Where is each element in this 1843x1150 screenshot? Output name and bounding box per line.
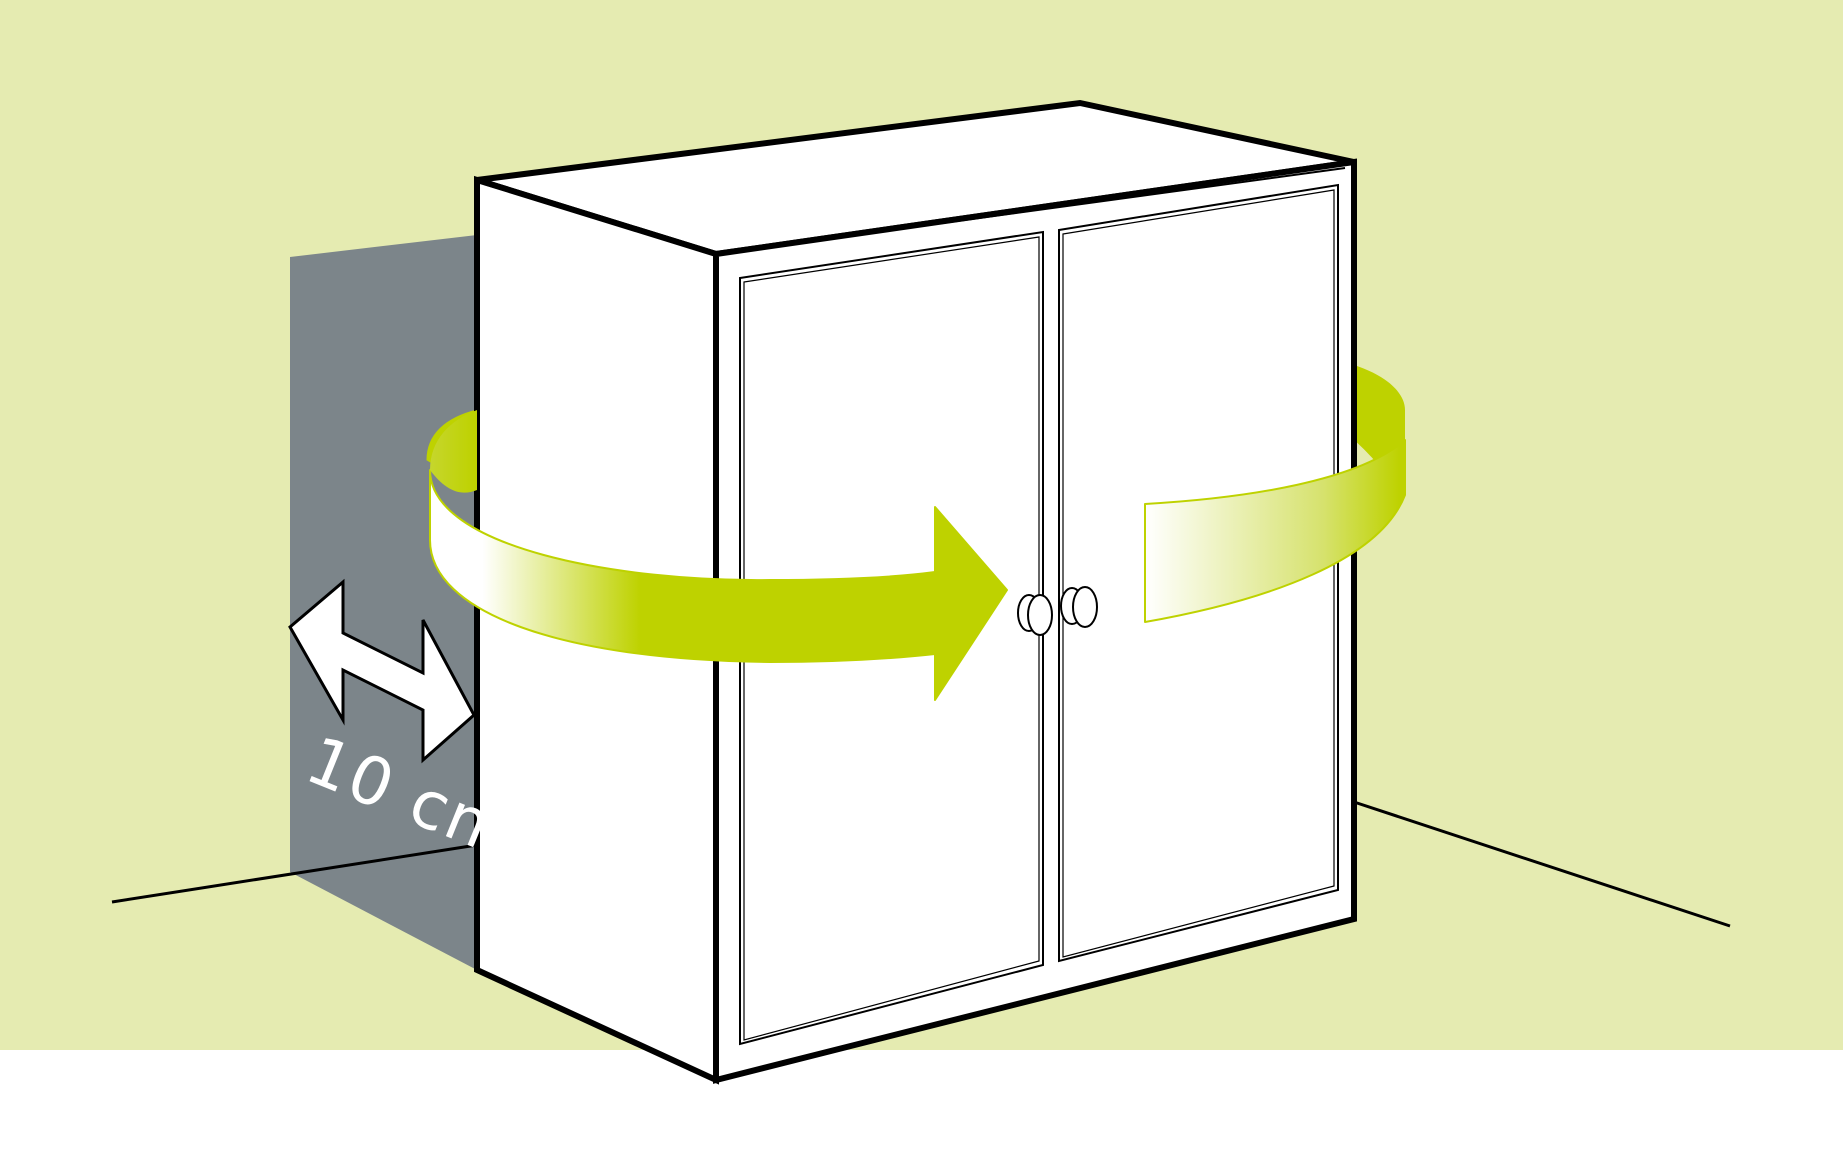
door-knob-left (1017, 594, 1053, 636)
cabinet-side-inner-top (483, 183, 717, 255)
circular-arrow-icon (429, 410, 1406, 701)
rotation-arrow-head (934, 506, 1008, 701)
wall-floor-line-left (111, 843, 478, 904)
rotation-arrow-tail (1144, 439, 1406, 623)
floor (0, 1050, 1843, 1150)
door-knob-right (1060, 586, 1098, 628)
cabinet-front-inner-top (715, 167, 1346, 255)
cabinet-door-right-inset (1062, 189, 1335, 958)
wall-floor-line-right (1353, 800, 1731, 928)
cabinet-door-left-inset (743, 236, 1040, 1041)
rotation-arrow-left-edge (430, 410, 477, 493)
wall-gap-shadow (290, 235, 477, 970)
double-arrow-icon (288, 578, 476, 764)
